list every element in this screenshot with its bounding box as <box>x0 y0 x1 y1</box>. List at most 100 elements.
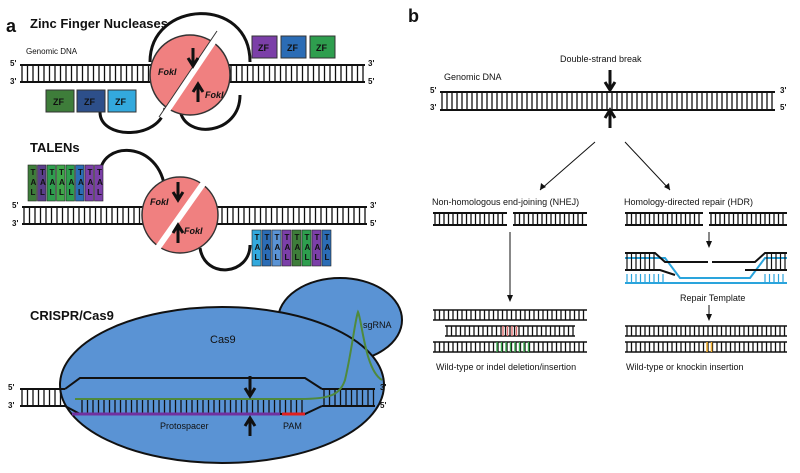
panel-b-dna-duplex <box>440 91 775 111</box>
tale-repeat-letter: L <box>69 188 74 197</box>
tale-repeat-letter: T <box>69 168 74 177</box>
tale-repeat-letter: T <box>295 233 300 242</box>
talen-title: TALENs <box>30 140 80 155</box>
zfn-title: Zinc Finger Nucleases <box>30 16 168 31</box>
tale-repeat-letter: T <box>265 233 270 242</box>
tale-repeat <box>65 164 75 202</box>
zf-block <box>309 35 336 59</box>
sgrna-strand <box>75 309 383 400</box>
talen-fokl-label-top: FokI <box>150 197 169 207</box>
tale-repeat-letter: A <box>50 178 56 187</box>
nhej-label: Non-homologous end-joining (NHEJ) <box>432 197 579 207</box>
tale-repeat-letter: A <box>315 243 321 252</box>
tale-repeat-letter: L <box>315 253 320 262</box>
b-top-5-end: 5' <box>430 86 436 95</box>
crispr-top-3-end: 3' <box>380 383 386 392</box>
tale-repeat-letter: L <box>78 188 83 197</box>
zf-block <box>45 89 75 113</box>
hdr-outcome-label: Wild-type or knockin insertion <box>626 362 744 372</box>
crispr-title: CRISPR/Cas9 <box>30 308 114 323</box>
tale-repeat-letter: T <box>31 168 36 177</box>
panel-b-genomic-dna-label: Genomic DNA <box>444 72 502 82</box>
tale-repeat-letter: L <box>275 253 280 262</box>
tale-repeat-letter: A <box>59 178 65 187</box>
tale-repeat-letter: L <box>50 188 55 197</box>
tale-repeat-letter: L <box>59 188 64 197</box>
talen-top-linker <box>98 148 167 191</box>
hdr-label: Homology-directed repair (HDR) <box>624 197 753 207</box>
tale-repeat-letter: A <box>285 243 291 252</box>
tale-repeat-letter: L <box>295 253 300 262</box>
repair-template-label: Repair Template <box>680 293 745 303</box>
tale-repeat-letter: A <box>78 178 84 187</box>
tale-repeat-letter: A <box>97 178 103 187</box>
zfn-fokl-split <box>159 30 223 120</box>
tale-repeat-letter: L <box>31 188 36 197</box>
talen-bottom-3-end: 3' <box>12 219 18 228</box>
cas9-protein <box>59 306 385 464</box>
tale-repeat-letter: T <box>50 168 55 177</box>
zf-block <box>251 35 278 59</box>
sgrna-label: sgRNA <box>363 320 392 330</box>
hdr-arrow-1-head <box>706 241 712 248</box>
hdr-repair-template <box>625 252 787 284</box>
cas9-cut-arrow-down <box>243 376 257 399</box>
cas9-cut-arrow-up <box>243 415 257 436</box>
tale-repeat <box>27 164 37 202</box>
arrow-to-hdr-head <box>664 183 670 190</box>
tale-repeat-letter: A <box>265 243 271 252</box>
talen-bottom-5-end: 5' <box>370 219 376 228</box>
zf-block <box>107 89 137 113</box>
tale-repeat <box>37 164 47 202</box>
talen-cut-arrow-down <box>171 182 185 203</box>
tale-repeat <box>291 229 302 267</box>
zf-block <box>76 89 106 113</box>
tale-repeat-letter: A <box>88 178 94 187</box>
talen-top-5-end: 5' <box>12 201 18 210</box>
zf-label: ZF <box>53 97 64 107</box>
zf-block <box>280 35 307 59</box>
arrow-to-nhej <box>539 141 596 191</box>
tale-repeat <box>75 164 85 202</box>
tale-repeat <box>46 164 56 202</box>
zf-label: ZF <box>287 43 298 53</box>
nhej-outcomes <box>433 309 587 353</box>
b-top-3-end: 3' <box>780 86 786 95</box>
zfn-top-linker <box>148 12 252 63</box>
zfn-top-3-end: 3' <box>368 59 374 68</box>
tale-repeat <box>56 164 66 202</box>
nhej-broken-dna <box>433 212 587 226</box>
tale-repeat-letter: T <box>78 168 83 177</box>
b-bottom-5-end: 5' <box>780 103 786 112</box>
crispr-dna-bubble <box>20 377 375 415</box>
cas9-label: Cas9 <box>210 334 236 346</box>
zfn-bottom-zinc-fingers: ZF ZF ZF <box>45 89 137 113</box>
zfn-bottom-3-end: 3' <box>10 77 16 86</box>
zfn-top-5-end: 5' <box>10 59 16 68</box>
tale-repeat-letter: A <box>275 243 281 252</box>
zfn-fokl-label-top: FokI <box>158 67 177 77</box>
panel-a-label: a <box>6 16 17 36</box>
tale-repeat-letter: L <box>305 253 310 262</box>
tale-repeat-letter: L <box>97 188 102 197</box>
tale-repeat <box>321 229 332 267</box>
template-strand <box>625 257 787 279</box>
tale-repeat-letter: A <box>295 243 301 252</box>
tale-repeat-letter: L <box>88 188 93 197</box>
tale-repeat-letter: A <box>31 178 37 187</box>
tale-repeat-letter: L <box>255 253 260 262</box>
tale-repeat <box>281 229 292 267</box>
zf-label: ZF <box>84 97 95 107</box>
tale-repeat <box>251 229 262 267</box>
tale-repeat <box>311 229 322 267</box>
arrow-to-hdr <box>624 141 671 191</box>
tale-repeat-letter: L <box>285 253 290 262</box>
tale-repeat-letter: L <box>325 253 330 262</box>
zfn-cut-arrow-down <box>186 48 200 69</box>
tale-repeat-letter: L <box>265 253 270 262</box>
tale-repeat-letter: T <box>88 168 93 177</box>
tale-repeat-letter: A <box>325 243 331 252</box>
tale-repeat-letter: A <box>40 178 46 187</box>
